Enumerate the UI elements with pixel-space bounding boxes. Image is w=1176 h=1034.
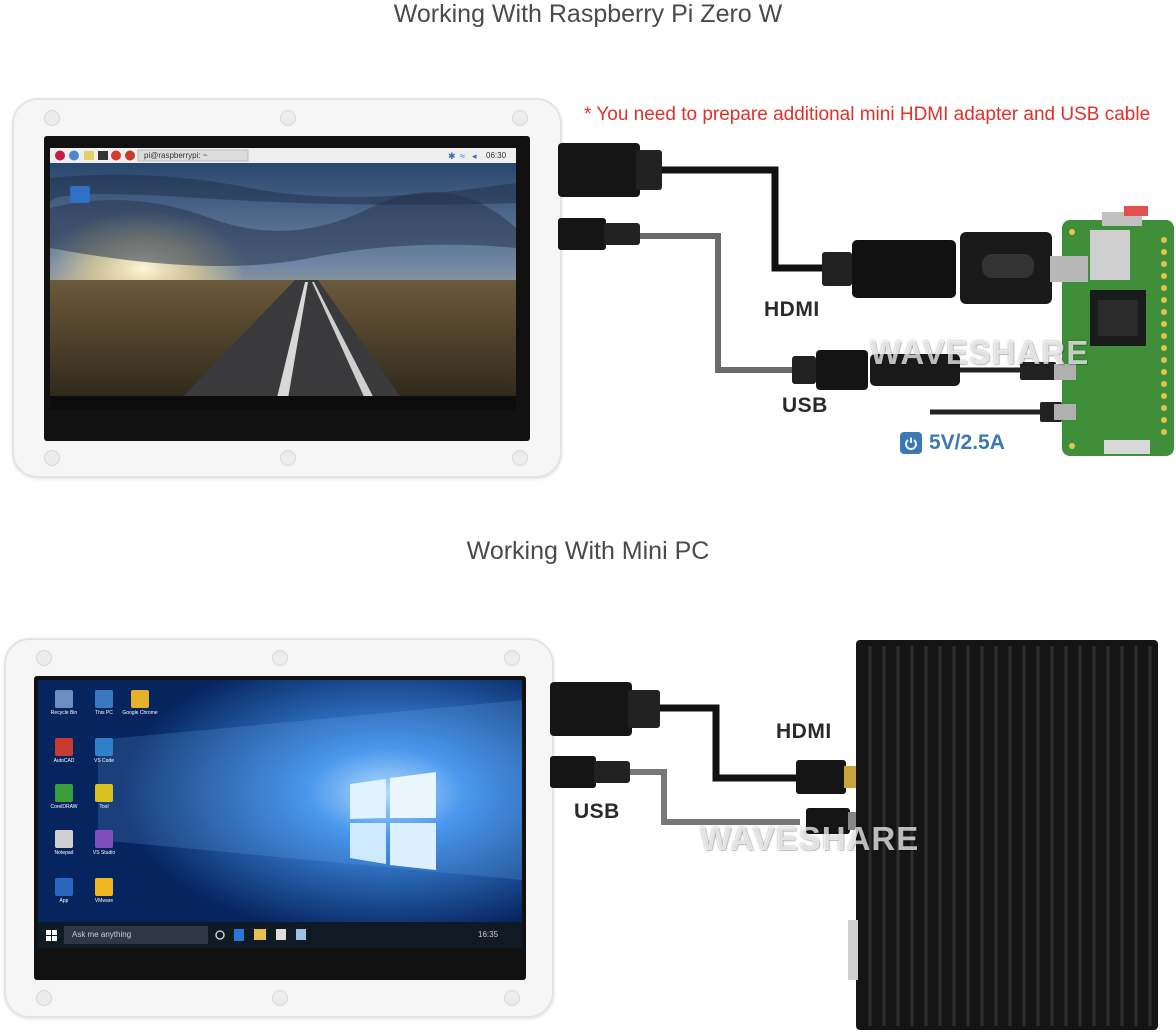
mini-pc (856, 640, 1158, 1030)
desktop-icon-label: VMware (94, 898, 114, 904)
desktop-icon[interactable]: This PC (84, 690, 124, 716)
app-icon (95, 690, 113, 708)
desktop-icon-label: VS Studio (92, 850, 116, 856)
section-title-raspberry: Working With Raspberry Pi Zero W (393, 0, 783, 28)
desktop-icon[interactable]: CorelDRAW (44, 784, 84, 810)
desktop-icon[interactable]: Tool (84, 784, 124, 810)
screw (512, 110, 528, 126)
screw (272, 990, 288, 1006)
screw (44, 110, 60, 126)
desktop-icon-label: This PC (95, 710, 113, 716)
adapter-note: * You need to prepare additional mini HD… (584, 104, 1151, 125)
screw (36, 650, 52, 666)
tray-clock: 16:35 (478, 930, 499, 939)
app-icon (95, 738, 113, 756)
taskbar-clock: 06:30 (486, 151, 507, 160)
power-spec: 5V/2.5A (900, 431, 1005, 455)
desktop-icon[interactable]: Google Chrome (120, 690, 160, 716)
usb-label-top: USB (782, 394, 828, 417)
desktop-icon-label: Notepad (54, 850, 74, 856)
windows-wallpaper (38, 680, 522, 948)
power-spec-text: 5V/2.5A (929, 431, 1005, 454)
screw (36, 990, 52, 1006)
app-icon (95, 784, 113, 802)
desktop-icon[interactable]: VS Studio (84, 830, 124, 856)
watermark-bottom: WAVESHARE (700, 820, 920, 857)
desktop-icon[interactable]: AutoCAD (44, 738, 84, 764)
windows-taskbar: Ask me anything 16:35 (38, 922, 522, 948)
bluetooth-icon: ✱ (448, 151, 456, 161)
screw (272, 650, 288, 666)
desktop-icon-label: App (59, 898, 69, 904)
app-icon (131, 690, 149, 708)
taskbar-window-label: pi@raspberrypi: ~ (144, 151, 208, 160)
watermark-top: WAVESHARE (870, 334, 1090, 371)
hdmi-label-bottom: HDMI (776, 720, 832, 743)
road-wallpaper (50, 148, 516, 410)
screw (280, 110, 296, 126)
app-icon (55, 878, 73, 896)
desktop-icon-label: Recycle Bin (50, 710, 78, 716)
screw (280, 450, 296, 466)
screw (504, 650, 520, 666)
windows-logo-icon (350, 772, 436, 870)
app-icon (55, 830, 73, 848)
desktop-icon[interactable]: App (44, 878, 84, 904)
rpi-desktop-screen: ✱ ≈ ◂ pi@raspberrypi: ~ 06:30 (50, 148, 516, 410)
rpi-taskbar: ✱ ≈ ◂ pi@raspberrypi: ~ 06:30 (50, 148, 516, 163)
desktop-icon-label: Google Chrome (122, 710, 158, 716)
screw (512, 450, 528, 466)
desktop-icon[interactable]: Notepad (44, 830, 84, 856)
wifi-icon: ≈ (460, 151, 465, 161)
app-icon (55, 738, 73, 756)
desktop-icon[interactable]: Recycle Bin (44, 690, 84, 716)
section-title-minipc: Working With Mini PC (466, 537, 710, 565)
taskbar-search: Ask me anything (72, 930, 132, 939)
desktop-icon-label: AutoCAD (53, 758, 75, 764)
app-icon (55, 784, 73, 802)
desktop-icon-label: Tool (99, 804, 109, 810)
start-icon (46, 930, 57, 941)
usb-label-bottom: USB (574, 800, 620, 823)
desktop-icon-label: VS Code (93, 758, 114, 764)
desktop-icon[interactable]: VMware (84, 878, 124, 904)
hdmi-label-top: HDMI (764, 298, 820, 321)
screw (504, 990, 520, 1006)
desktop-icon[interactable]: VS Code (84, 738, 124, 764)
desktop-icon-label: CorelDRAW (50, 804, 78, 810)
app-icon (95, 878, 113, 896)
power-icon (900, 432, 922, 454)
trash-icon (70, 186, 90, 203)
app-icon (55, 690, 73, 708)
raspberry-icon (55, 150, 65, 161)
volume-icon: ◂ (472, 151, 477, 161)
screw (44, 450, 60, 466)
app-icon (95, 830, 113, 848)
